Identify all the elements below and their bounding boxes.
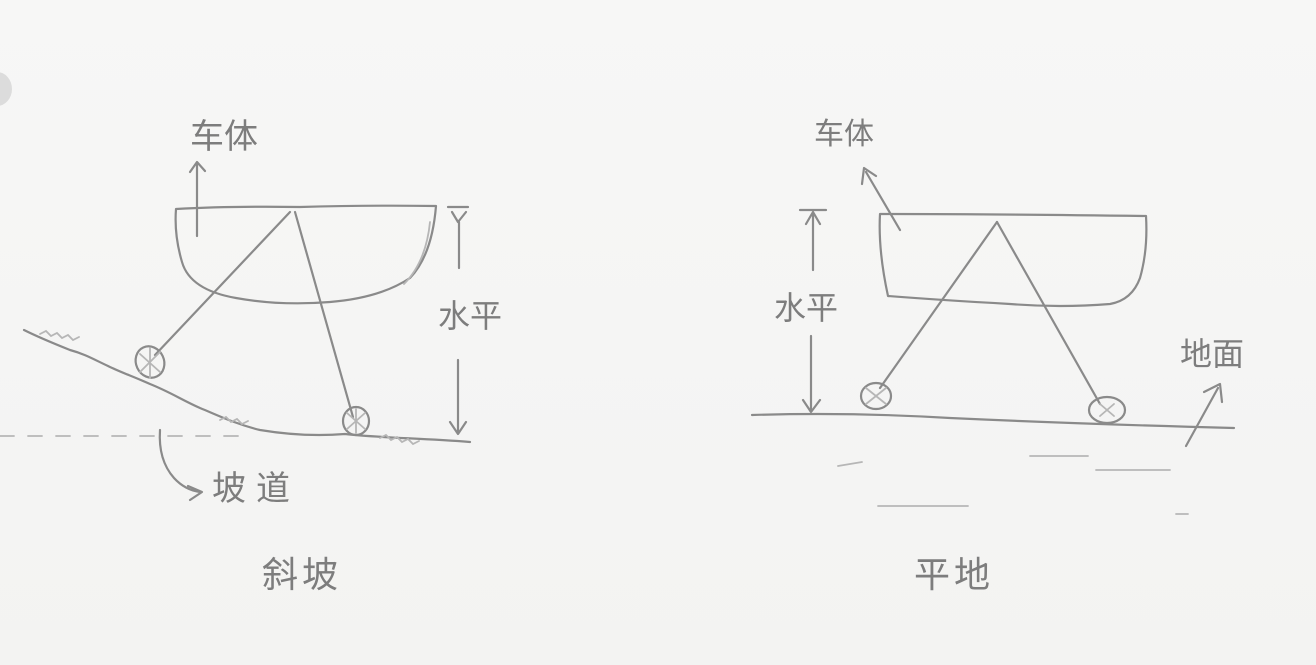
left-leg-left bbox=[153, 210, 292, 357]
left-caption: 斜坡 bbox=[262, 555, 343, 596]
left-slope-ground bbox=[22, 328, 472, 444]
left-wheel-2 bbox=[341, 405, 371, 437]
left-level-line-bottom bbox=[448, 358, 468, 436]
left-up-arrow bbox=[188, 160, 207, 238]
right-wheel-1 bbox=[859, 381, 893, 411]
right-ground-arrow bbox=[1184, 382, 1224, 448]
left-slope-texture bbox=[39, 329, 420, 446]
left-level-top-bar bbox=[446, 205, 470, 224]
right-ground-label: 地面 bbox=[1180, 335, 1245, 373]
right-level-top bbox=[798, 208, 828, 272]
right-ground-line bbox=[750, 412, 1236, 430]
right-ground-hatching bbox=[837, 455, 1189, 515]
left-ramp-label: 坡道 bbox=[212, 469, 300, 509]
left-level-label: 水平 bbox=[438, 297, 503, 335]
right-leg-left bbox=[878, 220, 999, 390]
right-up-arrow bbox=[860, 166, 902, 232]
right-caption: 平地 bbox=[914, 555, 995, 596]
left-ramp-leader bbox=[158, 428, 204, 502]
right-level-bottom bbox=[801, 334, 822, 414]
left-body-label: 车体 bbox=[190, 117, 258, 157]
left-car-body bbox=[174, 204, 438, 305]
right-car-body bbox=[878, 212, 1148, 308]
left-car-body-inner bbox=[403, 221, 431, 285]
left-leg-right bbox=[293, 210, 355, 419]
right-level-label: 水平 bbox=[774, 289, 839, 327]
right-body-label: 车体 bbox=[814, 117, 874, 152]
side-handle[interactable] bbox=[0, 72, 12, 106]
right-leg-right bbox=[995, 220, 1102, 406]
left-wheel-1 bbox=[134, 345, 166, 379]
right-wheel-2 bbox=[1087, 395, 1127, 425]
